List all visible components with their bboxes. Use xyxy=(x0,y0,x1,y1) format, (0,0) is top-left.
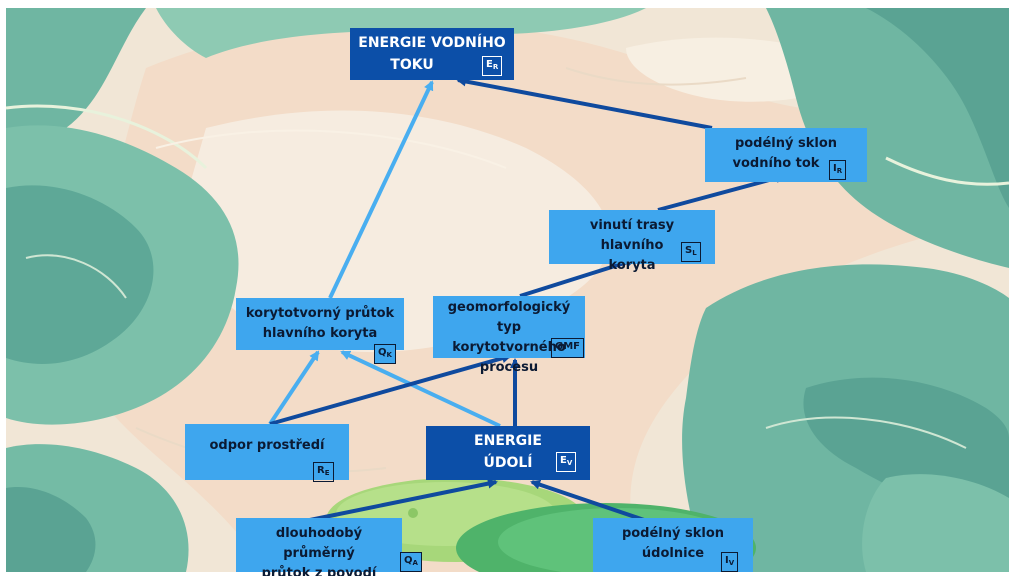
node-symbol: SL xyxy=(681,242,701,262)
river-background xyxy=(6,8,1009,572)
node-symbol: QK xyxy=(374,344,396,364)
node-label-line2: TOKU xyxy=(390,57,434,73)
node-label-line2: korytotvorného xyxy=(452,340,566,355)
node-dlouhodoby-prutok: dlouhodobý průměrný průtok z povodí QA xyxy=(236,518,422,576)
node-label-line2: hlavního koryta xyxy=(262,326,378,341)
node-label-line3: procesu xyxy=(479,360,539,375)
node-symbol: GMF xyxy=(551,338,584,358)
node-label-line2: koryta xyxy=(608,258,656,273)
node-label-line2: vodního tok xyxy=(732,156,820,171)
node-symbol: EV xyxy=(556,452,577,472)
node-label-line1: dlouhodobý průměrný xyxy=(275,526,363,561)
node-podelny-sklon-toku: podélný sklon vodního tok IR xyxy=(705,128,867,182)
node-energie-vodniho-toku: ENERGIE VODNÍHO TOKU ER xyxy=(350,28,514,80)
node-symbol: IV xyxy=(721,552,739,572)
node-label-line2: ÚDOLÍ xyxy=(483,455,533,471)
node-label-line1: podélný sklon xyxy=(734,136,838,151)
node-symbol: QA xyxy=(400,552,422,572)
node-label-line2: údolnice xyxy=(641,546,705,561)
node-symbol: IR xyxy=(829,160,847,180)
node-energie-udoli: ENERGIE ÚDOLÍ EV xyxy=(426,426,590,480)
node-label-line1: ENERGIE xyxy=(474,433,542,449)
node-label-line1: korytotvorný průtok xyxy=(245,306,395,321)
node-symbol: ER xyxy=(482,56,503,76)
node-label-line2: průtok z povodí xyxy=(261,566,377,576)
node-label-line1: vinutí trasy hlavního xyxy=(589,218,675,253)
node-label-line1: odpor prostředí xyxy=(209,438,325,453)
node-label-line1: ENERGIE VODNÍHO xyxy=(358,35,506,51)
node-symbol: RE xyxy=(313,462,334,482)
node-vinuti-trasy: vinutí trasy hlavního koryta SL xyxy=(549,210,715,273)
node-korytotvorny-prutok: korytotvorný průtok hlavního koryta QK xyxy=(236,298,404,364)
node-podelny-sklon-udolnice: podélný sklon údolnice IV xyxy=(593,518,753,572)
node-geomorfologicky-typ: geomorfologický typ korytotvorného proce… xyxy=(433,296,585,375)
node-label-line1: geomorfologický typ xyxy=(447,300,571,335)
node-label-line1: podélný sklon xyxy=(621,526,725,541)
node-odpor-prostredi: odpor prostředí RE xyxy=(185,424,349,482)
